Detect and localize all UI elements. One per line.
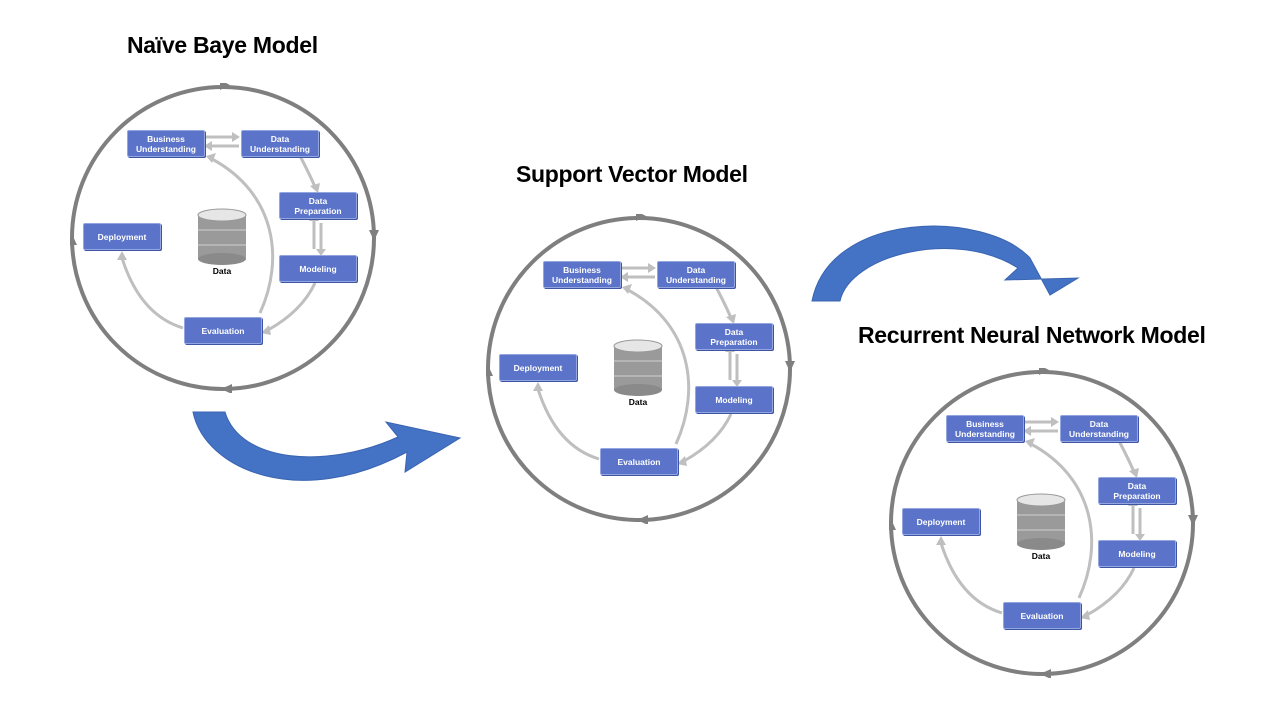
data-preparation-box: Data Preparation xyxy=(695,323,773,350)
deployment-box: Deployment xyxy=(83,223,161,250)
business-understanding-box: Business Understanding xyxy=(543,261,621,288)
evaluation-box: Evaluation xyxy=(600,448,678,475)
data-understanding-box: Data Understanding xyxy=(1060,415,1138,442)
crisp-dm-diagram-naive-bayes: Business Understanding Data Understandin… xyxy=(70,83,380,393)
crisp-dm-diagram-support-vector: Business Understanding Data Understandin… xyxy=(486,214,796,524)
crisp-dm-diagram-recurrent-neural-network: Business Understanding Data Understandin… xyxy=(889,368,1199,678)
data-understanding-box: Data Understanding xyxy=(241,130,319,157)
evaluation-box: Evaluation xyxy=(184,317,262,344)
modeling-box: Modeling xyxy=(1098,540,1176,567)
evaluation-box: Evaluation xyxy=(1003,602,1081,629)
modeling-box: Modeling xyxy=(695,386,773,413)
cycle-graphics xyxy=(889,368,1198,678)
data-cylinder-icon xyxy=(197,208,247,265)
recurrent-neural-network-model-title: Recurrent Neural Network Model xyxy=(858,322,1206,348)
naive-bayes-model-title: Naïve Baye Model xyxy=(127,32,318,58)
data-label: Data xyxy=(628,397,648,407)
cycle-graphics xyxy=(486,214,795,524)
data-label: Data xyxy=(212,266,232,276)
data-understanding-box: Data Understanding xyxy=(657,261,735,288)
data-cylinder-icon xyxy=(1016,493,1066,550)
flow-arrow-2 xyxy=(811,225,1080,302)
deployment-box: Deployment xyxy=(902,508,980,535)
cycle-graphics xyxy=(70,83,379,393)
business-understanding-box: Business Understanding xyxy=(127,130,205,157)
data-label: Data xyxy=(1031,551,1051,561)
flow-arrow-1 xyxy=(192,411,462,481)
data-cylinder-icon xyxy=(613,339,663,396)
data-preparation-box: Data Preparation xyxy=(1098,477,1176,504)
deployment-box: Deployment xyxy=(499,354,577,381)
data-preparation-box: Data Preparation xyxy=(279,192,357,219)
support-vector-model-title: Support Vector Model xyxy=(516,161,748,187)
business-understanding-box: Business Understanding xyxy=(946,415,1024,442)
modeling-box: Modeling xyxy=(279,255,357,282)
